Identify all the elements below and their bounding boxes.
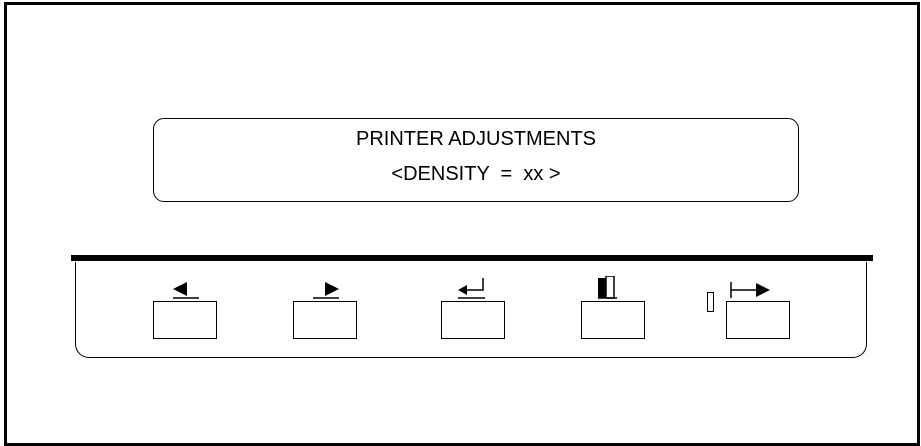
display-line-2: <DENSITY = xx > <box>391 163 561 185</box>
display-line-1: PRINTER ADJUSTMENTS <box>355 128 597 150</box>
key-group-feed <box>581 262 651 357</box>
keypad <box>75 262 867 358</box>
enter-button[interactable] <box>441 301 505 339</box>
left-button[interactable] <box>153 301 217 339</box>
right-button[interactable] <box>293 301 357 339</box>
lcd-display: PRINTER ADJUSTMENTS <DENSITY = xx > <box>153 118 799 202</box>
key-group-enter <box>441 262 511 357</box>
exit-button[interactable] <box>726 301 790 339</box>
right-arrow-icon <box>313 282 339 299</box>
enter-return-icon <box>458 278 485 299</box>
left-arrow-icon <box>173 282 199 299</box>
status-led-indicator <box>707 292 714 312</box>
key-group-left <box>153 262 223 357</box>
exit-arrow-icon <box>730 282 770 298</box>
key-group-exit <box>726 262 796 357</box>
panel-frame: PRINTER ADJUSTMENTS <DENSITY = xx > <box>4 2 920 446</box>
paper-feed-button[interactable] <box>581 301 645 339</box>
key-group-right <box>293 262 363 357</box>
panel-divider <box>71 255 873 261</box>
paper-feed-icon <box>598 276 617 299</box>
